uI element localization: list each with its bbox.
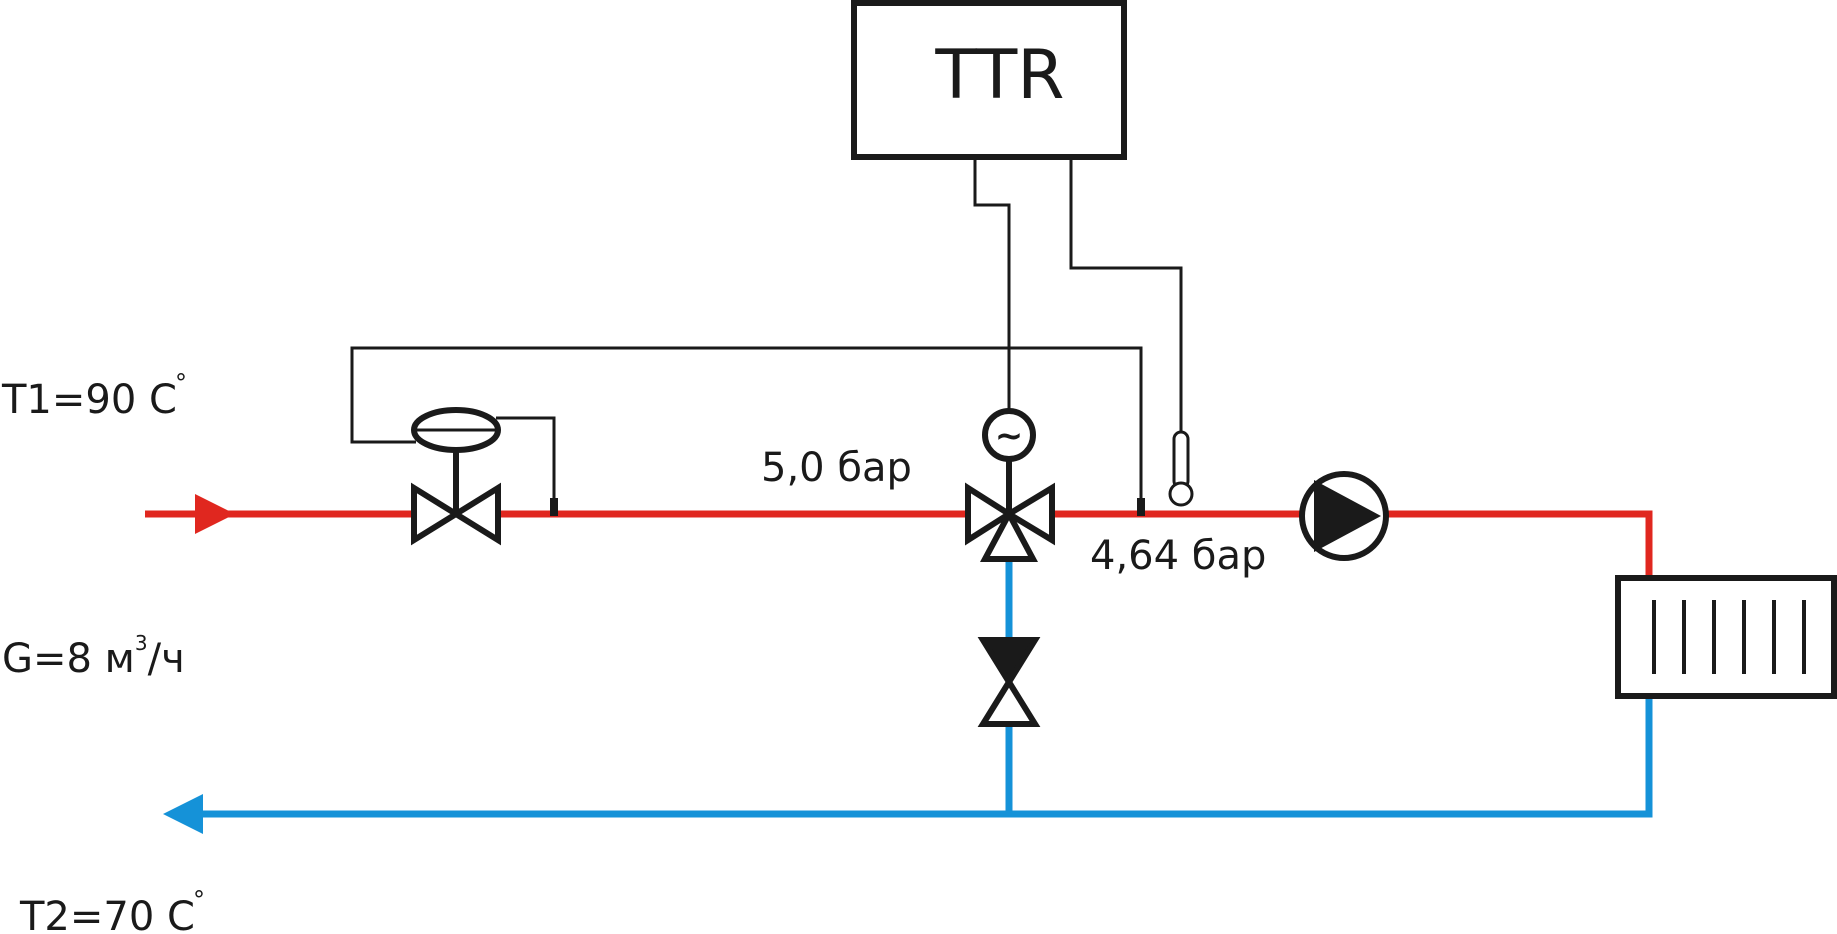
pressure-tap-downstream: [1137, 498, 1145, 516]
impulse-line-upstream: [496, 416, 556, 510]
flow-arrow-left-icon: [163, 794, 203, 834]
three-way-valve-right: [1003, 482, 1055, 546]
radiator-icon: [1615, 575, 1837, 699]
pressure-upstream-label: 5,0 бар: [761, 445, 912, 491]
pressure-regulator-valve-icon: [411, 407, 501, 546]
flow-rate-label: G=8 м3/ч: [2, 631, 185, 682]
ttr-sensor-line: [1069, 158, 1183, 432]
actuator-circle: [982, 408, 1036, 462]
balancing-valve-icon: [977, 637, 1041, 727]
supply-temperature-label: T1=90 С°: [1, 369, 187, 423]
supply-pipe-to-radiator: [1388, 510, 1653, 578]
radiator-body: [1615, 575, 1837, 699]
ttr-actuator-line: [973, 158, 1011, 410]
balancing-valve-bottom: [977, 676, 1041, 727]
actuator-symbol: ~: [995, 416, 1024, 456]
thermometer-sensor-icon: [1168, 430, 1194, 507]
regulator-valve-body-right: [450, 482, 501, 546]
three-way-valve-left: [965, 482, 1015, 546]
ttr-controller: TTR: [851, 0, 1127, 160]
sensor-bulb: [1168, 481, 1194, 507]
return-pipe-from-radiator: [200, 697, 1653, 818]
supply-pipes: [145, 510, 1653, 578]
regulator-valve-body-left: [411, 482, 462, 546]
pressure-downstream-label: 4,64 бар: [1090, 533, 1266, 579]
ttr-box: [851, 0, 1127, 160]
pressure-tap-upstream: [550, 498, 558, 516]
return-pipes: [200, 562, 1653, 818]
balancing-valve-top: [977, 637, 1041, 688]
circulation-pump-icon: [1299, 471, 1389, 561]
three-way-valve-bottom: [980, 507, 1038, 562]
pump-triangle: [1314, 480, 1381, 552]
three-way-valve-icon: ~: [965, 408, 1055, 562]
impulse-line-downstream: [350, 346, 1143, 510]
ttr-label: TTR: [934, 36, 1064, 115]
control-lines: [350, 158, 1183, 510]
return-temperature-label: T2=70 С°: [19, 886, 205, 934]
sensor-stem: [1172, 430, 1190, 490]
flow-arrow-right-icon: [195, 494, 235, 534]
